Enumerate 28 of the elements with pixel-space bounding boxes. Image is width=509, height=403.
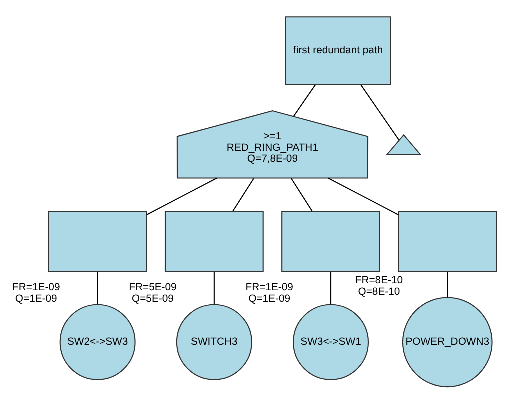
node-box <box>48 210 148 272</box>
connector <box>97 272 98 304</box>
node-triangle <box>386 134 422 155</box>
node-label: Q=1E-09 <box>15 293 58 304</box>
node-circle: SW2<->SW3 <box>60 304 136 380</box>
node-label: FR=1E-09 <box>12 282 60 293</box>
node-label: FR=5E-09 <box>129 282 177 293</box>
node-label: Q=5E-09 <box>132 293 174 304</box>
node-box: first redundant path <box>285 16 392 85</box>
node-circle: SWITCH3 <box>176 304 252 380</box>
connector <box>291 178 313 212</box>
node-label: Q=1E-09 <box>248 293 291 304</box>
node-box <box>398 210 498 272</box>
connector <box>328 177 399 215</box>
node-box <box>282 210 380 272</box>
node-circle: SW3<->SW1 <box>293 304 370 380</box>
node-box <box>164 210 264 272</box>
node-circle: POWER_DOWN3 <box>402 296 493 388</box>
connector <box>447 272 448 298</box>
connector <box>232 178 254 212</box>
node-label: Q=8E-10 <box>358 286 400 298</box>
connector <box>293 84 316 116</box>
node-label: FR=8E-10 <box>355 274 404 286</box>
connector <box>330 272 332 304</box>
connector <box>360 84 400 140</box>
node-label: FR=1E-09 <box>246 282 294 293</box>
connector <box>214 272 215 304</box>
connector <box>146 177 218 215</box>
